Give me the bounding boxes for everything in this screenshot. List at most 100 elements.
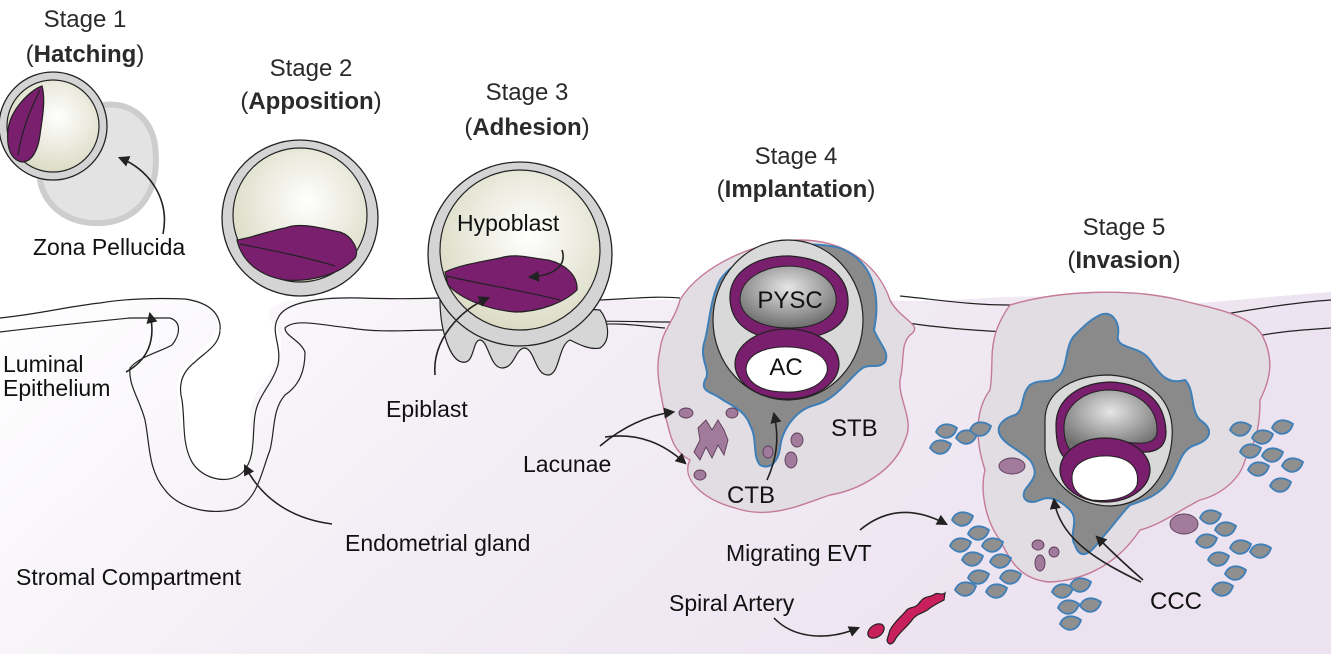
endometrial-gland-shape	[190, 322, 273, 478]
evt-cell	[1078, 597, 1103, 613]
ac-label: AC	[769, 354, 802, 381]
epiblast-label: Epiblast	[386, 396, 468, 422]
stage-4-name: Implantation	[725, 176, 868, 203]
svg-text:(Apposition): (Apposition)	[240, 88, 381, 115]
stage-2-name: Apposition	[248, 88, 373, 115]
svg-text:(Invasion): (Invasion)	[1067, 247, 1180, 274]
lacuna	[790, 432, 804, 448]
luminal-epithelium-label-line2: Epithelium	[3, 375, 110, 401]
evt-cell	[1248, 543, 1273, 559]
zona-pellucida-arrow	[117, 156, 166, 235]
ccc-arrow-right	[1095, 535, 1144, 581]
evt-cell	[1223, 565, 1248, 581]
stage-3-bilaminar-line	[445, 275, 561, 301]
migrating-evt-arrow	[859, 511, 948, 531]
evt-cell	[984, 583, 1009, 599]
stage-3-title: Stage 3 (Adhesion)	[464, 79, 589, 141]
lacunae-arrow-upper	[599, 407, 676, 447]
stromal-compartment-label: Stromal Compartment	[16, 564, 242, 590]
evt-cell	[934, 423, 959, 439]
evt-cell	[1228, 421, 1253, 437]
stage-4-amniotic-cavity	[745, 346, 828, 393]
stage-3-name: Adhesion	[472, 114, 581, 141]
evt-cell	[948, 537, 973, 553]
evt-cell	[980, 537, 1005, 553]
ctb-arrow	[766, 411, 782, 481]
migrating-evt-cells	[928, 419, 1305, 631]
spiral-artery-segment	[867, 623, 885, 639]
stage-5-title: Stage 5 (Invasion)	[1067, 214, 1180, 274]
stage-2-blastocyst	[221, 139, 379, 297]
lacuna	[693, 419, 729, 461]
evt-cell	[950, 511, 975, 527]
pysc-label: PYSC	[757, 287, 822, 314]
evt-cell	[966, 525, 991, 541]
lacunae-label: Lacunae	[523, 451, 611, 477]
evt-cell	[1056, 599, 1081, 615]
lacuna	[784, 451, 798, 469]
evt-cell	[1213, 521, 1238, 537]
migrating-evt-label: Migrating EVT	[726, 540, 872, 566]
svg-text:(Hatching): (Hatching)	[26, 41, 145, 68]
evt-cell	[953, 581, 978, 597]
stage-2-number: Stage 2	[270, 55, 353, 82]
stage-2-inner-cell-mass	[236, 224, 358, 281]
spiral-artery	[886, 591, 946, 645]
luminal-epithelium-label-line1: Luminal	[3, 351, 84, 377]
evt-cell	[1260, 447, 1285, 463]
stage-1-number: Stage 1	[44, 6, 127, 33]
evt-cell	[1238, 443, 1263, 459]
stage-2-title: Stage 2 (Apposition)	[240, 55, 381, 115]
stage-4-yolk-sac	[739, 265, 837, 329]
stage-1-name: Hatching	[34, 41, 137, 68]
evt-cell	[968, 421, 993, 437]
luminal-epithelium-inner	[0, 317, 671, 513]
stage-5-name: Invasion	[1075, 247, 1172, 274]
luminal-epithelium-outer	[0, 297, 441, 481]
stage-1-title: Stage 1 (Hatching)	[26, 6, 145, 68]
ctb-label: CTB	[727, 482, 775, 509]
evt-cell	[998, 569, 1023, 585]
stage-4-number: Stage 4	[755, 143, 838, 170]
endometrial-gland-label: Endometrial gland	[345, 530, 530, 556]
lacuna	[762, 445, 774, 459]
zona-pellucida-label: Zona Pellucida	[33, 234, 185, 260]
evt-cell	[1210, 581, 1235, 597]
hypoblast-arrow	[527, 249, 564, 282]
evt-cell	[1280, 457, 1305, 473]
endometrial-gland-arrow	[243, 464, 333, 525]
evt-cell	[928, 439, 953, 455]
ccc-label: CCC	[1150, 588, 1202, 615]
lacuna	[1169, 513, 1199, 535]
stage-2-icm-line	[239, 243, 336, 267]
lacuna	[1031, 539, 1045, 551]
stage-1-blastocyst	[0, 71, 159, 227]
svg-text:(Adhesion): (Adhesion)	[464, 114, 589, 141]
evt-cell	[1250, 429, 1275, 445]
spiral-artery-label: Spiral Artery	[669, 590, 795, 616]
evt-cell	[960, 551, 985, 567]
lacuna	[1034, 554, 1046, 572]
lacunae-arrow-lower	[604, 435, 687, 465]
lacuna	[998, 457, 1026, 475]
spiral-artery-arrow	[773, 617, 861, 637]
evt-cell	[1198, 509, 1223, 525]
stage-5-amniotic-cavity	[1071, 455, 1139, 501]
stage-3-number: Stage 3	[486, 79, 569, 106]
evt-cell	[1246, 461, 1271, 477]
stb-label: STB	[831, 415, 878, 442]
evt-cell	[966, 569, 991, 585]
evt-cell	[1270, 419, 1295, 435]
stage-5-number: Stage 5	[1083, 214, 1166, 241]
evt-cell	[1068, 577, 1093, 593]
evt-cell	[1206, 551, 1231, 567]
evt-cell	[1058, 615, 1083, 631]
evt-cell	[1228, 539, 1253, 555]
epiblast-arrow	[434, 296, 491, 376]
stage-3-blastocyst	[427, 161, 613, 376]
luminal-epithelium-arrow	[125, 311, 158, 373]
hypoblast-label: Hypoblast	[457, 210, 560, 236]
ccc-arrow-left	[1049, 497, 1142, 583]
evt-cell	[1194, 533, 1219, 549]
